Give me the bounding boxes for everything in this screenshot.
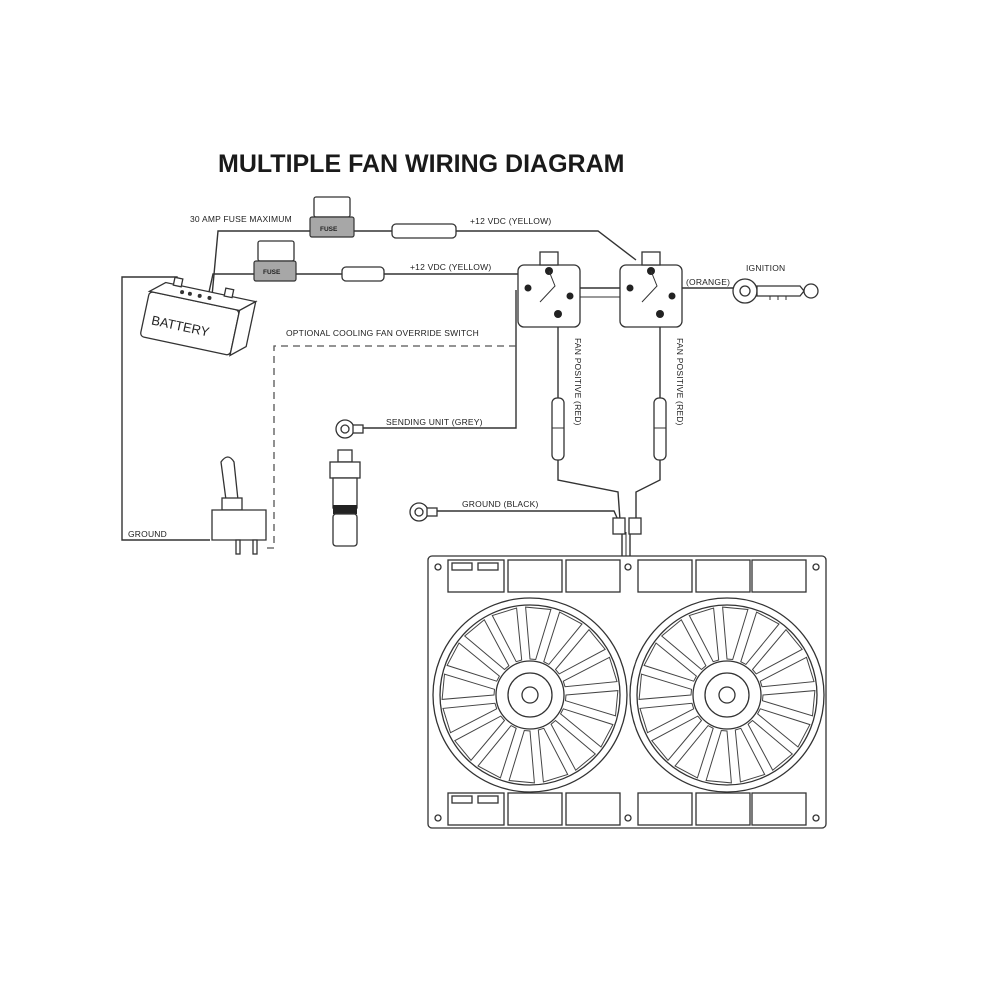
fan-positive-wire-2 — [635, 316, 661, 520]
fan-left — [432, 597, 628, 793]
fan-blade — [550, 719, 597, 771]
fan-blade — [688, 607, 720, 663]
relay-2 — [619, 251, 683, 328]
fan-blade — [441, 673, 496, 700]
orange-label: (ORANGE) — [686, 277, 730, 287]
fan-blade — [559, 708, 614, 748]
ground-label: GROUND — [128, 529, 167, 539]
fan-blade — [639, 702, 695, 734]
fan-blade — [508, 729, 535, 784]
override-toggle-switch-icon — [211, 456, 267, 555]
fan-blade — [740, 611, 780, 666]
fan-blade — [463, 619, 510, 671]
fan-positive-wire-1 — [557, 316, 621, 521]
fan-blade — [761, 690, 816, 717]
fan-blade — [525, 606, 552, 661]
fan-blade — [759, 656, 815, 688]
svg-text:FUSE: FUSE — [320, 226, 338, 233]
svg-text:FUSE: FUSE — [263, 269, 281, 276]
override-dashed-wire — [266, 345, 516, 549]
inline-fuse-1 — [551, 397, 565, 461]
yellow-wire-top — [352, 230, 637, 261]
relay-1 — [517, 251, 581, 328]
fan-blade — [564, 690, 619, 717]
ignition-key-icon — [732, 278, 819, 304]
fan-positive-label-1: FAN POSITIVE (RED) — [573, 338, 583, 426]
inline-fuse-2 — [653, 397, 667, 461]
ground-ring-terminal — [409, 502, 438, 522]
wire-connector — [612, 517, 642, 535]
vdc-mid-label: +12 VDC (YELLOW) — [410, 262, 491, 272]
ground-black-wire — [432, 510, 619, 521]
sending-unit-ring-terminal — [335, 419, 364, 439]
fan-blade — [756, 708, 811, 748]
fan-blade — [454, 715, 506, 762]
fan-blade — [734, 727, 766, 783]
fan-blade — [477, 724, 517, 779]
fan-blade — [543, 611, 583, 666]
override-switch-label: OPTIONAL COOLING FAN OVERRIDE SWITCH — [286, 328, 479, 338]
ground-black-label: GROUND (BLACK) — [462, 499, 538, 509]
fan-blade — [562, 656, 618, 688]
fan-blade — [643, 642, 698, 682]
fan-blade — [751, 628, 803, 675]
fuse-top: FUSE — [309, 196, 457, 239]
fan-blade — [554, 628, 606, 675]
fan-blade — [674, 724, 714, 779]
ignition-label: IGNITION — [746, 263, 785, 273]
sending-unit-icon — [329, 449, 361, 547]
fuse-max-label: 30 AMP FUSE MAXIMUM — [190, 214, 292, 224]
fan-blade — [722, 606, 749, 661]
fan-blade — [442, 702, 498, 734]
fuse-mid: FUSE — [253, 240, 385, 282]
battery: BATTERY — [140, 276, 258, 357]
fan-positive-label-2: FAN POSITIVE (RED) — [675, 338, 685, 426]
fan-blade — [705, 729, 732, 784]
vdc-top-label: +12 VDC (YELLOW) — [470, 216, 551, 226]
fan-blade — [491, 607, 523, 663]
fan-blade — [747, 719, 794, 771]
fan-blade — [638, 673, 693, 700]
fan-blade — [446, 642, 501, 682]
sending-unit-label: SENDING UNIT (GREY) — [386, 417, 483, 427]
fan-right — [629, 597, 825, 793]
fan-blade — [651, 715, 703, 762]
sending-unit-wire — [356, 290, 517, 429]
fan-blade — [660, 619, 707, 671]
fan-blade — [537, 727, 569, 783]
diagram-title: MULTIPLE FAN WIRING DIAGRAM — [218, 150, 624, 178]
